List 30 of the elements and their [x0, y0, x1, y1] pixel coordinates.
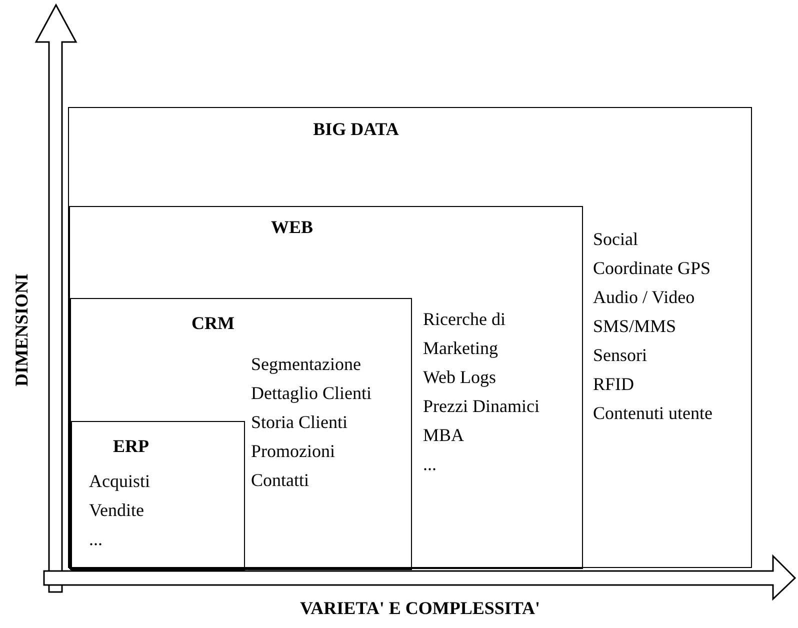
list-item: Dettaglio Clienti — [251, 382, 372, 405]
category-box — [70, 298, 412, 570]
list-item: Audio / Video — [593, 286, 696, 309]
box-heading: BIG DATA — [313, 119, 399, 140]
list-item: Sensori — [593, 344, 648, 367]
list-item: RFID — [593, 373, 636, 396]
category-box — [69, 206, 583, 569]
list-item: ... — [423, 453, 438, 476]
category-box — [71, 421, 245, 571]
list-item: Web Logs — [423, 366, 498, 389]
list-item: Contenuti utente — [593, 402, 714, 425]
list-item: Contatti — [251, 469, 310, 492]
list-item: Promozioni — [251, 440, 336, 463]
box-heading: WEB — [271, 217, 313, 238]
box-heading: CRM — [192, 313, 234, 334]
list-item: Acquisti — [89, 470, 151, 493]
list-item: MBA — [423, 424, 466, 447]
axis-label: VARIETA' E COMPLESSITA' — [300, 598, 540, 619]
list-item: Segmentazione — [251, 353, 362, 376]
category-box — [68, 107, 752, 568]
list-item: ... — [89, 528, 104, 551]
list-item: Ricerche di Marketing — [423, 308, 506, 360]
list-item: Social — [593, 228, 639, 251]
list-item: Storia Clienti — [251, 411, 348, 434]
list-item: Vendite — [89, 499, 145, 522]
list-item: SMS/MMS — [593, 315, 678, 338]
list-item: Prezzi Dinamici — [423, 395, 540, 418]
list-item: Coordinate GPS — [593, 257, 712, 280]
box-heading: ERP — [113, 436, 149, 457]
axis-label: DIMENSIONI — [12, 273, 32, 387]
